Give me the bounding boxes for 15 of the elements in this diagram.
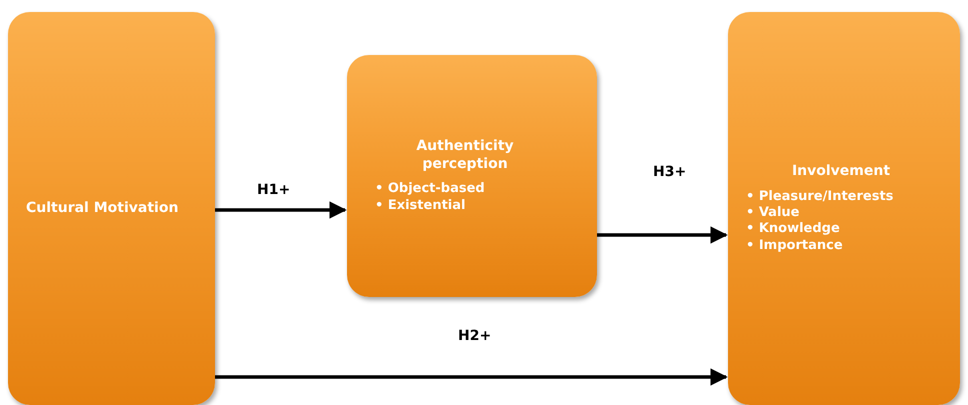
process-box xyxy=(347,55,597,297)
box-heading: Cultural Motivation xyxy=(26,200,180,218)
arrow xyxy=(597,226,728,244)
bullet-item: • Value xyxy=(746,205,800,222)
process-box xyxy=(8,12,215,405)
bullet-item: • Existential xyxy=(375,198,466,214)
arrow xyxy=(215,201,347,219)
box-heading: Authenticity perception xyxy=(415,138,515,174)
bullet-item: • Pleasure/Interests xyxy=(746,188,894,205)
bullet-item: • Object-based xyxy=(375,181,486,198)
arrow xyxy=(215,368,728,386)
box-heading: Involvement xyxy=(790,163,892,181)
bullet-item: • Importance xyxy=(746,238,844,254)
process-box xyxy=(728,12,960,405)
bullet-item: • Knowledge xyxy=(746,221,841,238)
